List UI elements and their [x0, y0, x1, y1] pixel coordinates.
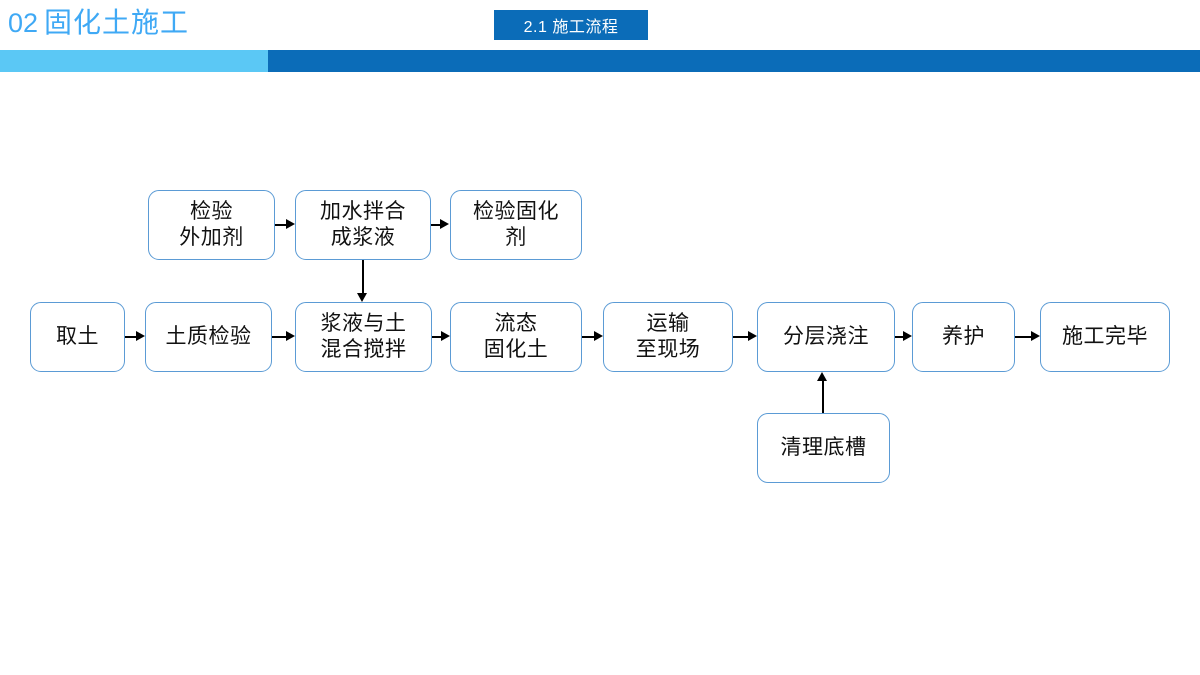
status-badge: 2.1 施工流程: [494, 10, 648, 40]
arrow-head-icon: [1031, 331, 1040, 341]
box-line: 分层浇注: [783, 325, 869, 348]
box-line: 混合搅拌: [320, 338, 407, 361]
box-line: 检验固化: [473, 200, 559, 223]
connector-slurry-to-mixing: [362, 260, 364, 293]
connector-flowable-to-transport: [582, 336, 594, 338]
section-number: 02: [8, 8, 39, 38]
flow-box-add-water-mix-slurry[interactable]: 加水拌合 成浆液: [295, 190, 431, 260]
arrow-head-icon: [817, 372, 827, 381]
box-line: 运输: [646, 312, 690, 335]
flow-box-slurry-soil-mixing[interactable]: 浆液与土 混合搅拌: [295, 302, 432, 372]
flow-box-flowable-solidified-soil[interactable]: 流态 固化土: [450, 302, 582, 372]
flow-box-soil-quality-test[interactable]: 土质检验: [145, 302, 272, 372]
flow-box-clean-bottom-trough[interactable]: 清理底槽: [757, 413, 890, 483]
connector-slurry-to-solidifier: [431, 224, 440, 226]
box-line: 加水拌合: [320, 200, 406, 223]
connector-transport-to-pouring: [733, 336, 748, 338]
box-line: 成浆液: [330, 226, 396, 249]
box-line: 至现场: [635, 338, 701, 361]
header-bar-light: [0, 50, 268, 72]
arrow-head-icon: [441, 331, 450, 341]
arrow-head-icon: [594, 331, 603, 341]
flow-box-layered-pouring[interactable]: 分层浇注: [757, 302, 895, 372]
arrow-head-icon: [286, 219, 295, 229]
section-title-text: 固化土施工: [44, 7, 190, 38]
box-line: 剂: [505, 226, 527, 249]
connector-soil-to-test: [125, 336, 136, 338]
flow-box-inspect-solidifier[interactable]: 检验固化 剂: [450, 190, 582, 260]
flow-box-take-soil[interactable]: 取土: [30, 302, 125, 372]
connector-trough-to-pouring: [822, 381, 824, 413]
header-bar-dark: [268, 50, 1200, 72]
box-line: 清理底槽: [780, 436, 867, 459]
box-line: 土质检验: [165, 325, 252, 348]
flow-box-inspect-admixture[interactable]: 检验 外加剂: [148, 190, 275, 260]
connector-curing-to-complete: [1015, 336, 1031, 338]
box-line: 流态: [494, 312, 538, 335]
connector-pouring-to-curing: [895, 336, 903, 338]
connector-mixing-to-flowable: [432, 336, 441, 338]
arrow-head-icon: [136, 331, 145, 341]
flow-box-curing[interactable]: 养护: [912, 302, 1015, 372]
flow-box-construction-complete[interactable]: 施工完毕: [1040, 302, 1170, 372]
connector-admixture-to-slurry: [275, 224, 286, 226]
box-line: 取土: [56, 325, 99, 348]
arrow-head-icon: [748, 331, 757, 341]
box-line: 养护: [942, 325, 985, 348]
box-line: 检验: [190, 200, 233, 223]
arrow-head-icon: [357, 293, 367, 302]
flow-box-transport-to-site[interactable]: 运输 至现场: [603, 302, 733, 372]
arrow-head-icon: [903, 331, 912, 341]
box-line: 施工完毕: [1062, 325, 1148, 348]
box-line: 外加剂: [179, 226, 244, 249]
badge-label: 2.1 施工流程: [523, 19, 619, 36]
box-line: 浆液与土: [320, 312, 407, 335]
connector-test-to-mixing: [272, 336, 286, 338]
box-line: 固化土: [483, 338, 549, 361]
arrow-head-icon: [440, 219, 449, 229]
arrow-head-icon: [286, 331, 295, 341]
